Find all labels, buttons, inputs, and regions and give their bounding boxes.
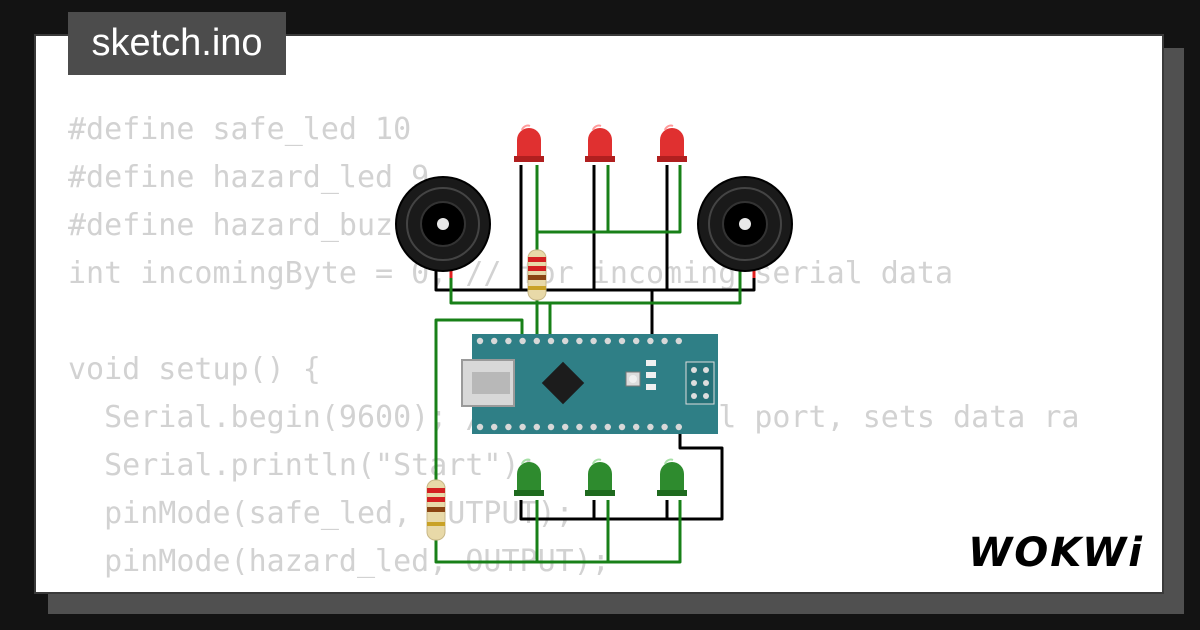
header-pin: [533, 423, 540, 431]
header-pin: [604, 423, 611, 431]
wire: [434, 318, 524, 480]
header-pin: [576, 337, 583, 345]
header-pins-bottom: [476, 423, 682, 431]
code-line-2: #define hazard_led 9: [68, 160, 430, 195]
code-line-9: pinMode(safe_led, OUTPUT);: [68, 496, 574, 531]
resistor-top[interactable]: [527, 249, 547, 301]
code-line-8: Serial.println("Start");: [68, 448, 538, 483]
led-red-2[interactable]: [585, 124, 615, 162]
header-pin: [476, 423, 484, 431]
wire: [519, 432, 724, 521]
header-pin: [590, 423, 597, 431]
arduino-nano-board[interactable]: [461, 334, 718, 434]
header-pin: [547, 337, 555, 345]
header-pin: [505, 337, 512, 345]
wire: [434, 500, 682, 564]
buzzer-right[interactable]: [697, 176, 793, 272]
header-pin: [647, 423, 654, 431]
led-red-3[interactable]: [657, 124, 687, 162]
header-pin: [675, 337, 682, 345]
header-pin: [547, 423, 555, 431]
header-pin: [661, 337, 668, 345]
header-pin: [675, 423, 682, 431]
header-pins-top: [476, 337, 682, 345]
wire: [434, 270, 756, 292]
header-pin: [491, 423, 498, 431]
led-green-3[interactable]: [657, 458, 687, 496]
header-pin: [590, 337, 597, 345]
header-pin: [618, 423, 626, 431]
header-pin: [476, 337, 484, 345]
header-pin: [633, 423, 640, 431]
led-green-1[interactable]: [514, 458, 544, 496]
wokwi-logo: WOKWi: [968, 530, 1144, 576]
header-pin: [519, 423, 526, 431]
header-pin: [661, 423, 668, 431]
header-pin: [618, 337, 626, 345]
header-pin: [647, 337, 654, 345]
code-line-6: void setup() {: [68, 352, 321, 387]
wire: [449, 270, 552, 340]
led-red-1[interactable]: [514, 124, 544, 162]
resistor-bottom[interactable]: [426, 479, 446, 541]
led-green-2[interactable]: [585, 458, 615, 496]
header-pin: [505, 423, 512, 431]
header-pin: [633, 337, 640, 345]
wires: [434, 165, 756, 564]
wire: [550, 270, 742, 305]
header-pin: [533, 337, 540, 345]
buzzer-left[interactable]: [395, 176, 491, 272]
header-pin: [576, 423, 583, 431]
header-pin: [562, 423, 569, 431]
header-pin: [491, 337, 498, 345]
header-pin: [604, 337, 611, 345]
code-line-4: int incomingByte = 0; // for incoming se…: [68, 256, 954, 291]
code-line-1: #define safe_led 10: [68, 112, 412, 147]
file-tab[interactable]: sketch.ino: [68, 12, 286, 75]
header-pin: [519, 337, 526, 345]
header-pin: [562, 337, 569, 345]
